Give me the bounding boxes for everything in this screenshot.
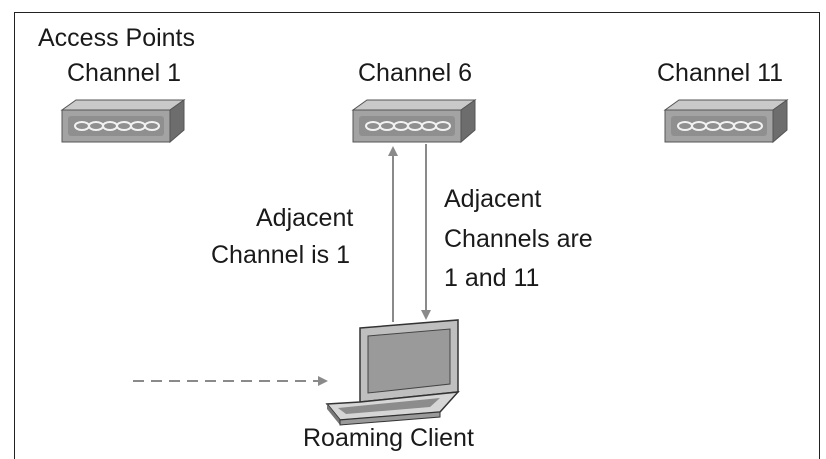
access-point-icon: [61, 99, 185, 143]
ap-channel-1-label: Channel 1: [67, 59, 181, 87]
down-arrow-label-line-2: Channels are: [444, 225, 593, 253]
access-point-icon: [664, 99, 788, 143]
up-arrow-label-line-1: Adjacent: [256, 204, 354, 232]
access-points-title: Access Points: [38, 24, 196, 52]
roaming-client-label: Roaming Client: [303, 424, 474, 452]
ap-channel-6-label: Channel 6: [358, 59, 472, 87]
laptop-icon: [325, 319, 460, 426]
down-arrow-label-line-3: 1 and 11: [444, 264, 540, 292]
access-point-icon: [352, 99, 476, 143]
down-arrow-label-line-1: Adjacent: [444, 185, 542, 213]
up-arrow-label-line-2: Channel is 1: [211, 241, 350, 269]
diagram-frame: [14, 12, 820, 459]
ap-channel-11-label: Channel 11: [657, 59, 784, 87]
